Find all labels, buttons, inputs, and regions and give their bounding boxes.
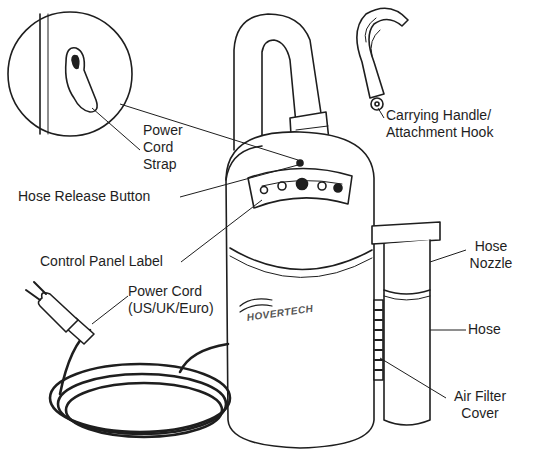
connector-ring (296, 126, 328, 130)
strap-hole (72, 56, 79, 69)
part-label: Hose Nozzle (462, 238, 520, 272)
carrying-handle (357, 8, 408, 98)
leader-line (380, 358, 446, 398)
part-label: Hose (468, 321, 518, 338)
leader-line (430, 250, 466, 262)
hose-nozzle-rim (384, 290, 430, 294)
leader-line (180, 165, 298, 197)
leader-line (92, 108, 140, 150)
device-body (226, 132, 374, 448)
panel-button (261, 187, 268, 194)
cord-coil (66, 383, 222, 437)
strap-loop (66, 48, 97, 112)
part-label: Power Cord Strap (143, 122, 187, 173)
part-label: Hose Release Button (18, 188, 183, 205)
leader-line (378, 108, 384, 118)
handle-bolt (375, 102, 379, 106)
body-seam (230, 248, 372, 270)
power-button (297, 179, 308, 190)
magnifier-circle (8, 12, 132, 136)
air-filter-cover (374, 300, 383, 380)
leader-line (430, 330, 466, 331)
panel-edge (48, 14, 49, 134)
panel-button (278, 182, 286, 190)
panel-edge (39, 14, 41, 134)
part-label: Power Cord (US/UK/Euro) (128, 283, 228, 317)
hose-nozzle-rim (384, 296, 430, 300)
filter-grille (375, 310, 382, 370)
hose-body (384, 240, 430, 425)
handle-bolt (371, 98, 383, 110)
panel-button (318, 182, 326, 190)
part-label: Control Panel Label (40, 253, 185, 270)
plug-prong (26, 282, 46, 300)
leader-line (92, 296, 128, 324)
leader-line (181, 200, 262, 262)
panel-button (334, 184, 342, 192)
body-seam (230, 256, 372, 278)
plug-head (38, 293, 78, 332)
part-label: Carrying Handle/ Attachment Hook (386, 107, 516, 141)
handle-grip (365, 18, 380, 56)
part-label: Air Filter Cover (440, 388, 520, 422)
